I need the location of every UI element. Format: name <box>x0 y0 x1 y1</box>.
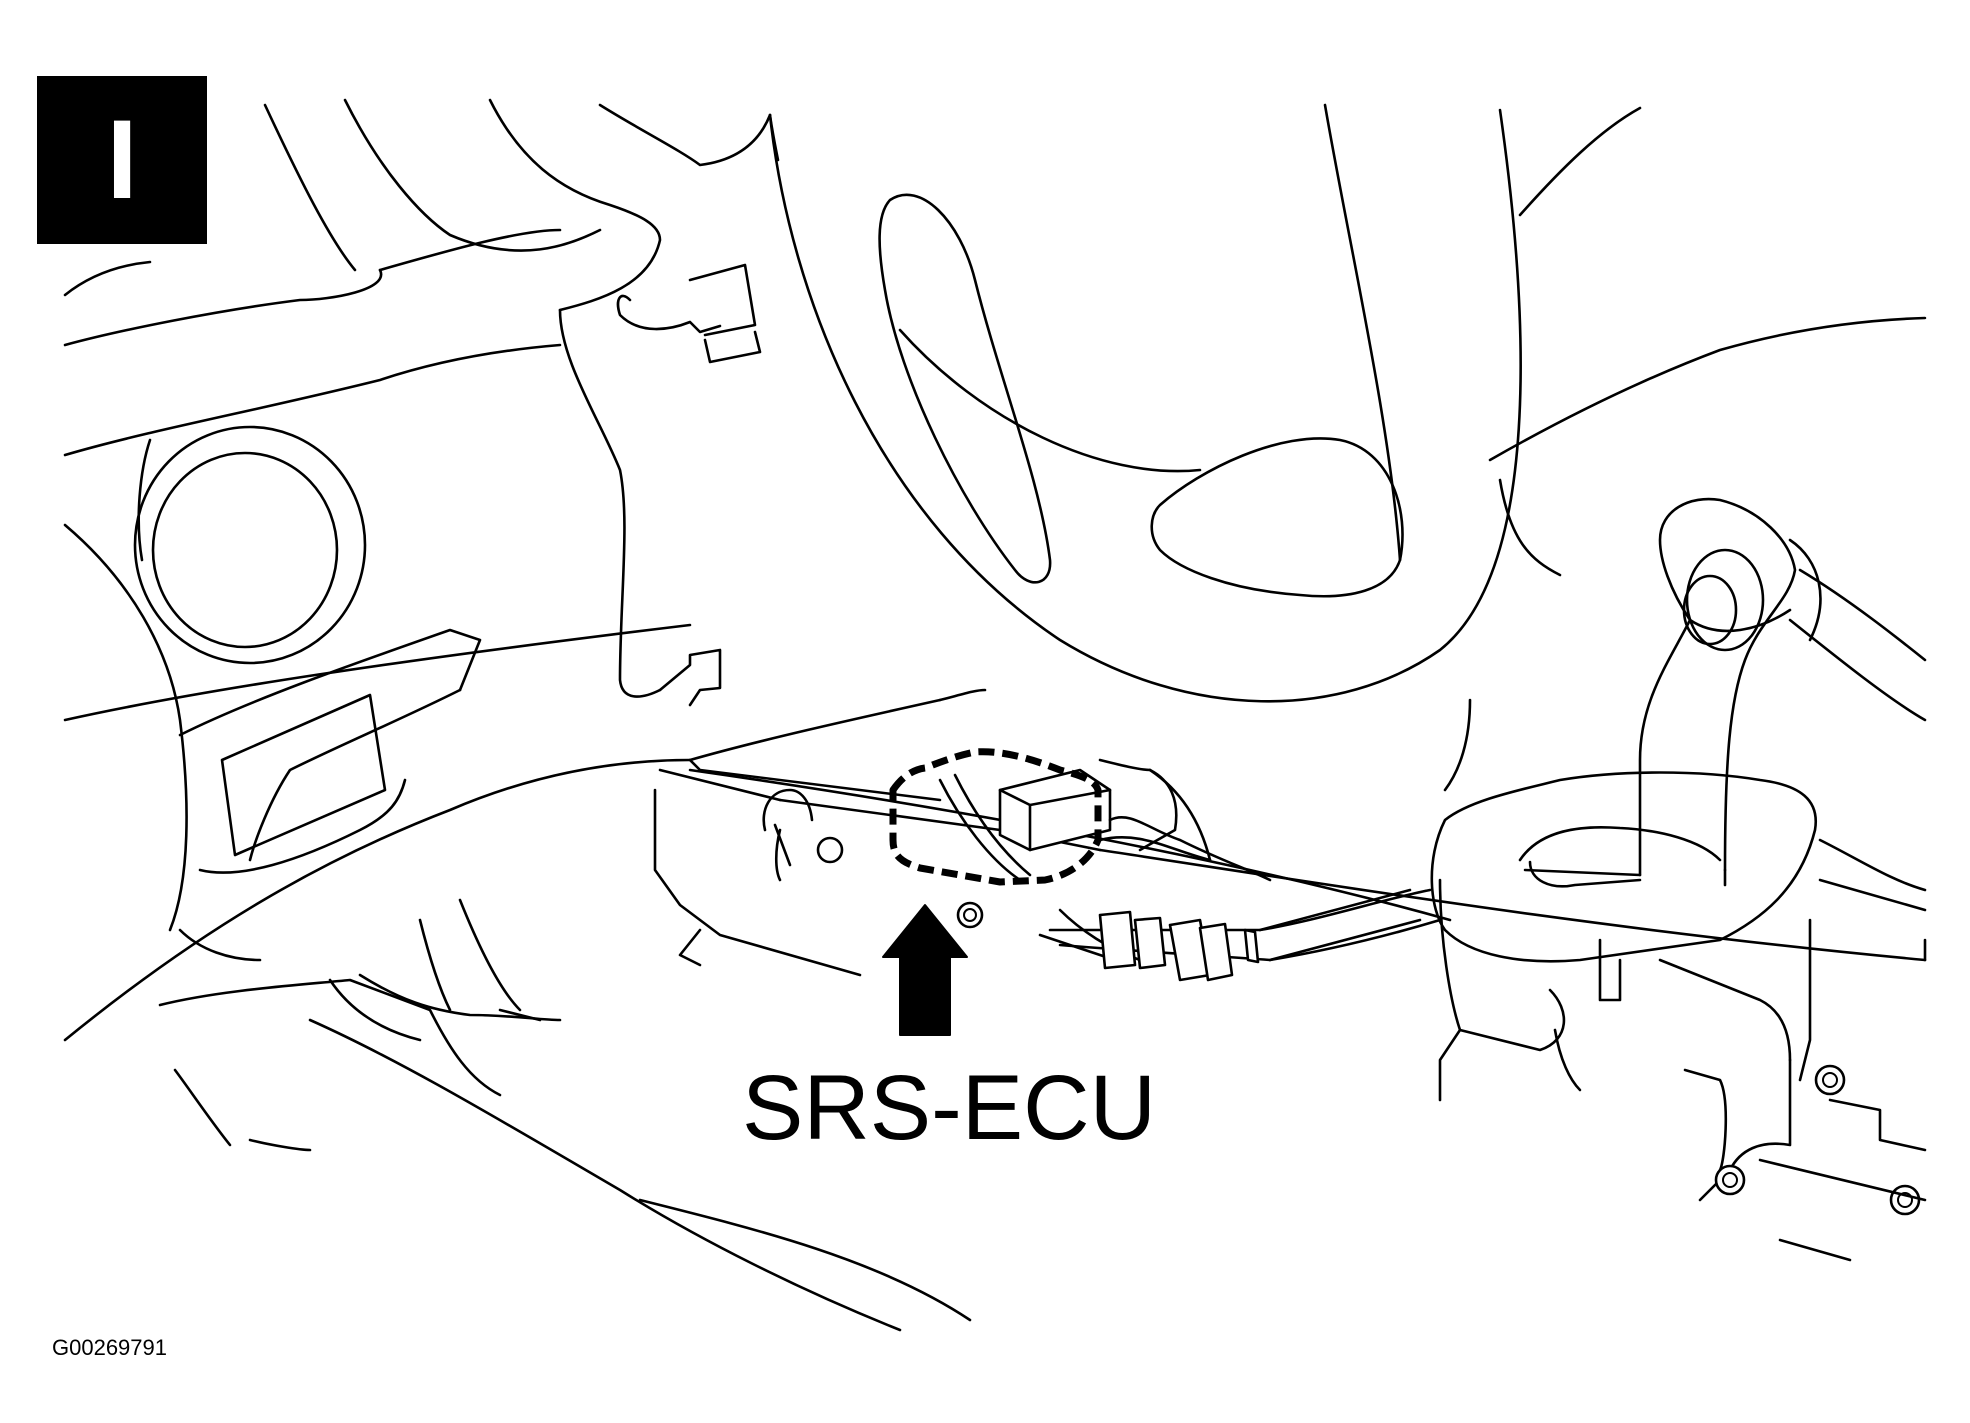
left-vent-panel <box>63 425 482 962</box>
panel-letter: I <box>106 97 138 222</box>
ecu-highlight-outline <box>889 748 1102 886</box>
callout-arrow-up-icon <box>882 904 968 1036</box>
gear-shifter <box>1430 316 1927 1262</box>
srs-ecu-label: SRS-ECU <box>742 1057 1157 1159</box>
lower-dash <box>63 623 1927 1332</box>
shift-cable <box>1048 888 1442 982</box>
steering-wheel <box>768 103 1642 703</box>
figure-code: G00269791 <box>52 1335 167 1360</box>
ecu-mount-area <box>653 758 1272 977</box>
instrument-panel <box>63 98 780 707</box>
panel-letter-badge: I <box>37 76 207 244</box>
